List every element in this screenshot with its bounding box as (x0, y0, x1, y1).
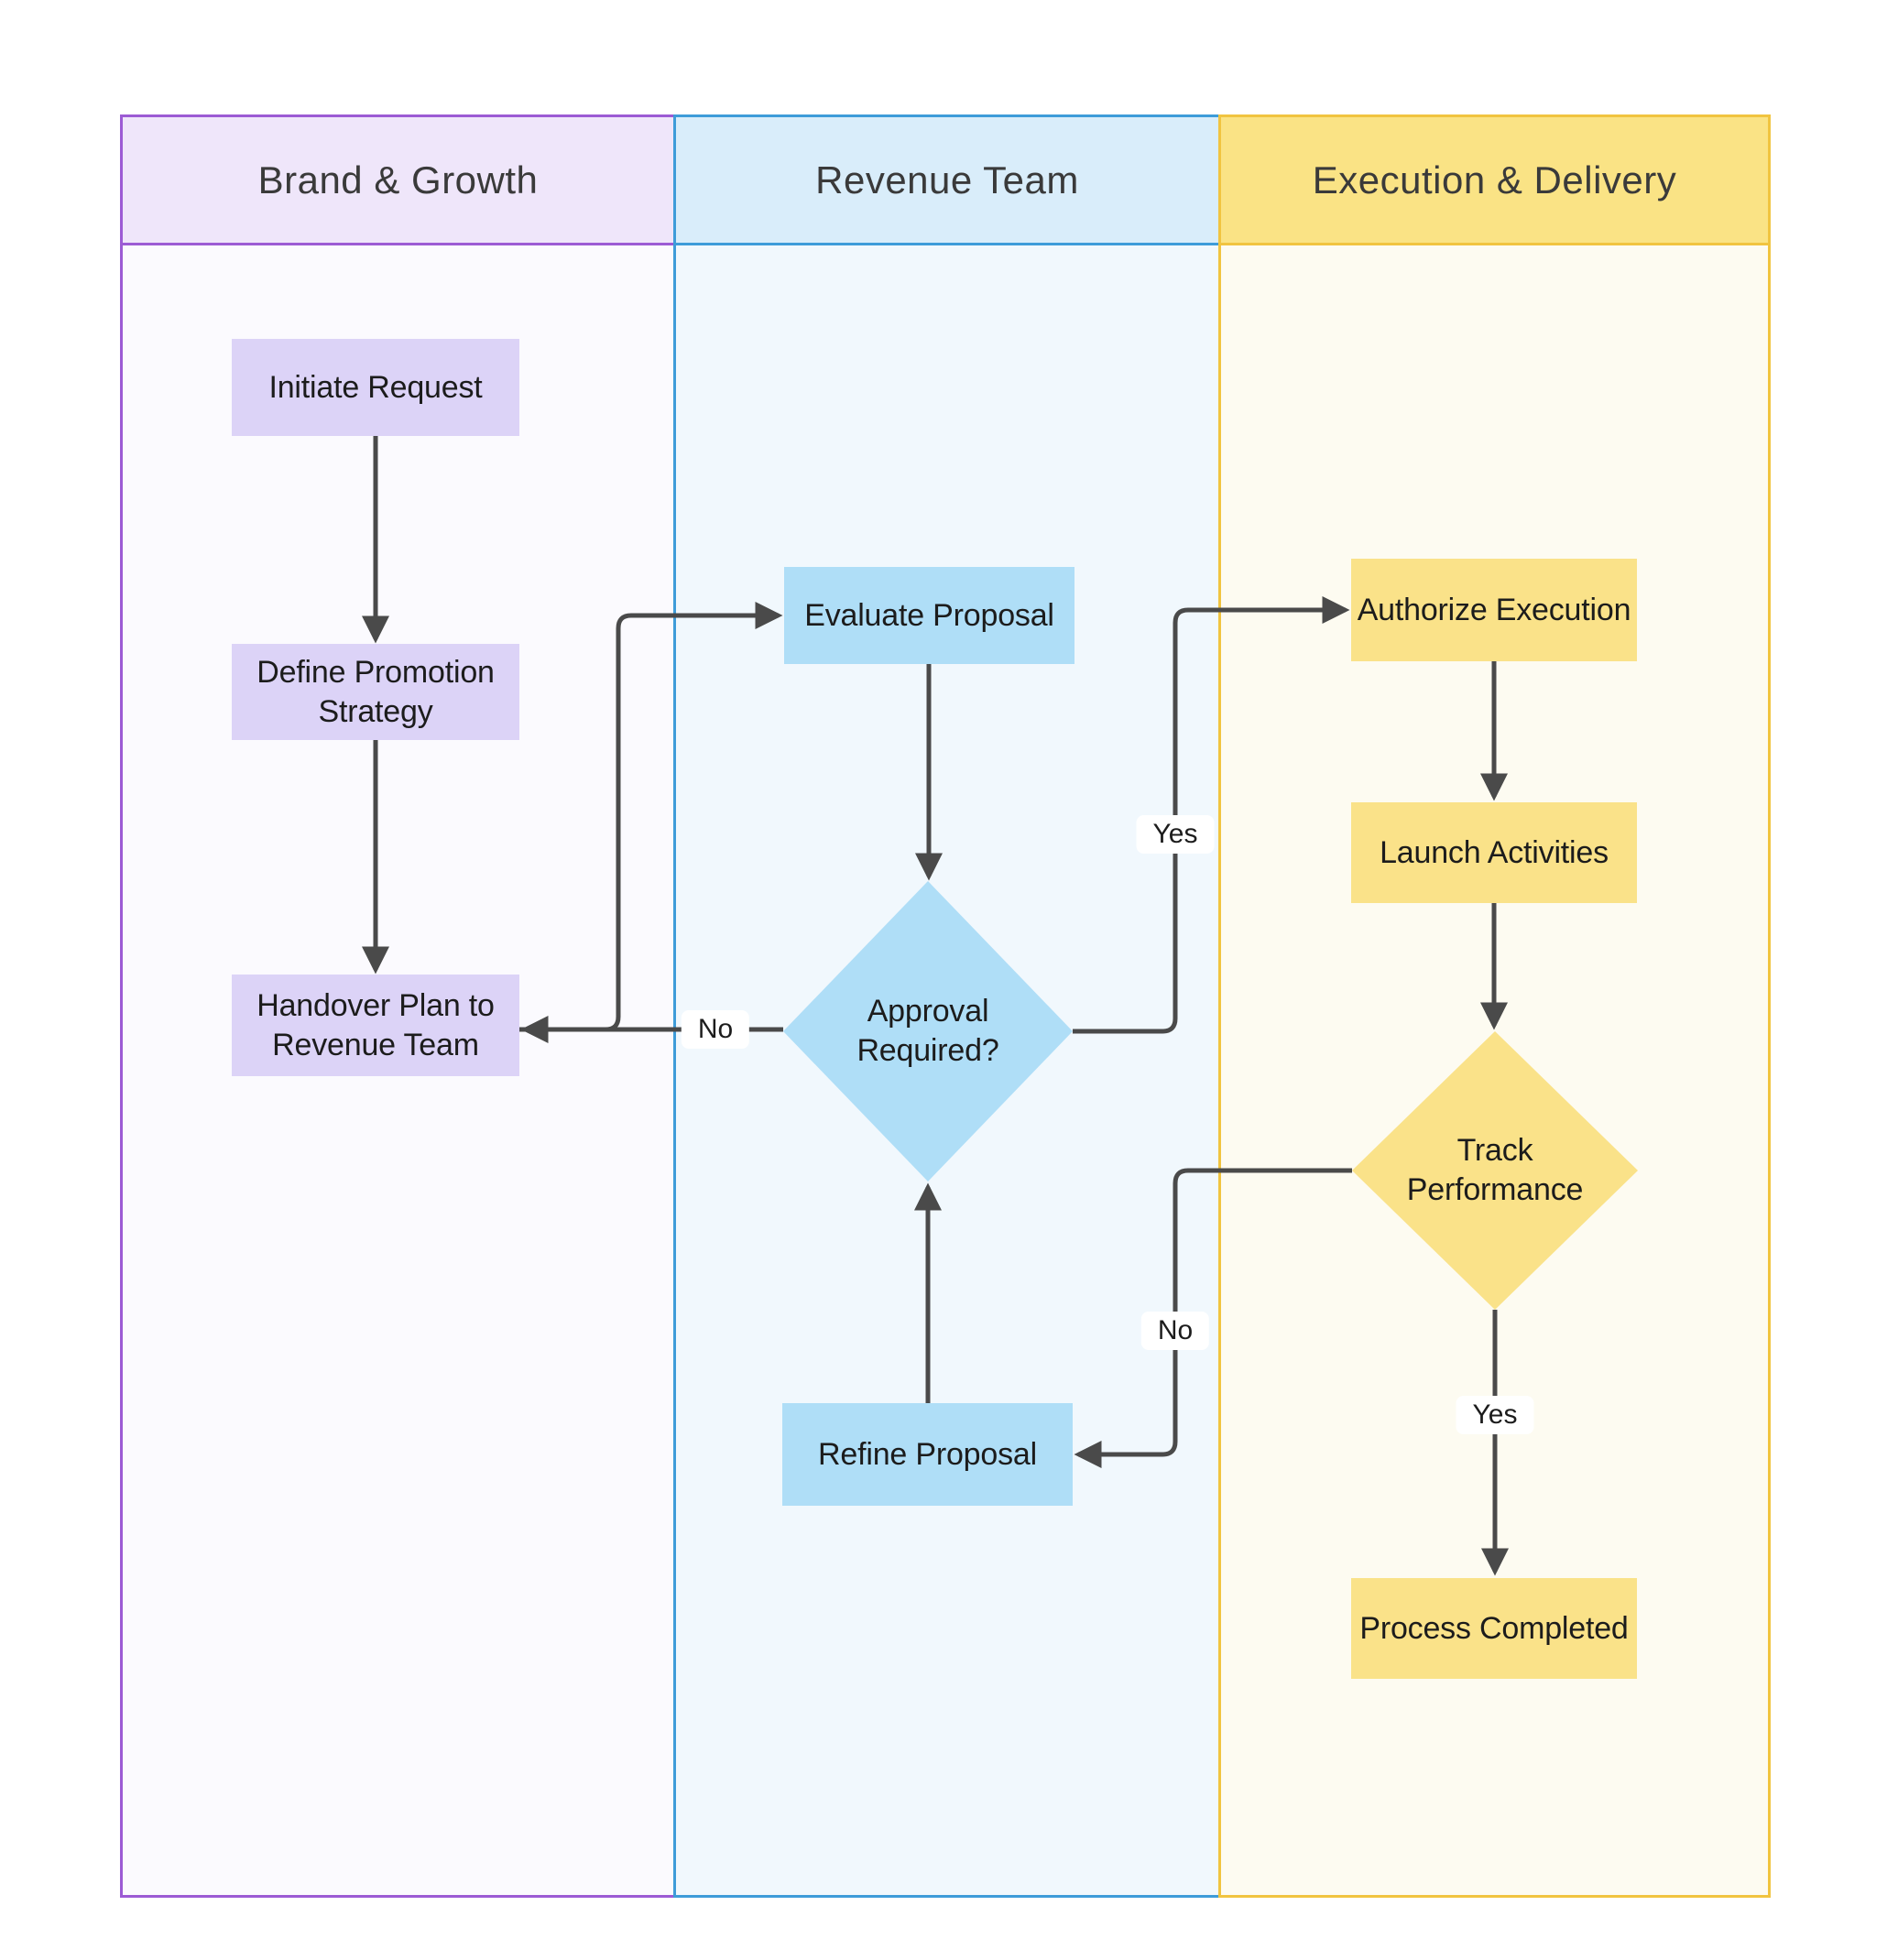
decision-approval-required-shape (783, 881, 1073, 1181)
decision-approval-required: Approval Required? (827, 976, 1029, 1086)
node-label: Track Performance (1406, 1133, 1584, 1207)
node-label: Approval Required? (856, 994, 999, 1068)
lane-title: Brand & Growth (257, 158, 539, 201)
node-handover-plan-to-revenue-team: Handover Plan to Revenue Team (232, 975, 519, 1076)
node-label: Refine Proposal (818, 1436, 1037, 1472)
node-initiate-request: Initiate Request (232, 339, 519, 436)
node-evaluate-proposal: Evaluate Proposal (784, 567, 1074, 664)
edge-label-approval-yes: Yes (1136, 815, 1215, 854)
node-label: Define Promotion Strategy (256, 654, 495, 729)
node-label: Evaluate Proposal (804, 597, 1054, 633)
node-label: Process Completed (1359, 1610, 1629, 1646)
node-define-promotion-strategy: Define Promotion Strategy (232, 644, 519, 740)
node-label: Authorize Execution (1357, 592, 1631, 627)
node-label: Handover Plan to Revenue Team (256, 987, 495, 1062)
edge-label-approval-no: No (681, 1010, 750, 1049)
node-label: Launch Activities (1380, 834, 1609, 870)
edge-label-track-yes: Yes (1456, 1396, 1534, 1434)
node-launch-activities: Launch Activities (1351, 802, 1637, 903)
edge-track-no-to-refine (1074, 1168, 1352, 1468)
decision-track-performance: Track Performance (1394, 1116, 1596, 1225)
swimlane-header-execution-delivery: Execution & Delivery (1221, 117, 1768, 245)
decision-track-performance-shape (1352, 1031, 1638, 1310)
swimlane-header-revenue-team: Revenue Team (676, 117, 1218, 245)
node-label: Initiate Request (268, 369, 483, 405)
lane-title: Revenue Team (815, 158, 1079, 201)
node-process-completed: Process Completed (1351, 1578, 1637, 1679)
edge-handover-to-evaluate (519, 602, 783, 1032)
edge-label-track-no: No (1140, 1312, 1210, 1350)
node-refine-proposal: Refine Proposal (782, 1403, 1073, 1506)
lane-title: Execution & Delivery (1312, 158, 1677, 201)
swimlane-header-brand-growth: Brand & Growth (123, 117, 673, 245)
node-authorize-execution: Authorize Execution (1351, 559, 1637, 661)
